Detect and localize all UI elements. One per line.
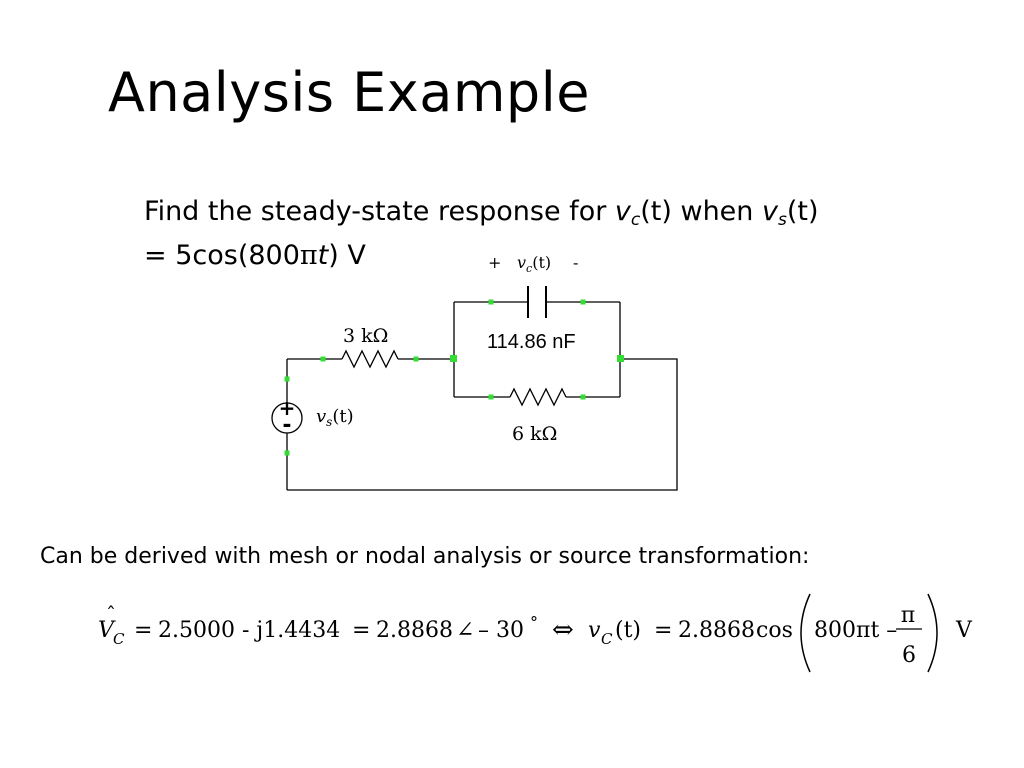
vc-phasor-hat: ˆ [106, 602, 116, 626]
node [617, 355, 624, 362]
left-paren [800, 593, 811, 673]
degree-symbol: ° [530, 613, 538, 632]
capacitor-voltage-label: vc(t) [517, 253, 551, 275]
unit-volts: V [955, 618, 973, 643]
vs-subscript: s [777, 210, 787, 230]
cap-voltage-var: v [517, 253, 526, 272]
vc-variable: v [614, 196, 631, 227]
cos-argument: 800πt – [814, 618, 897, 643]
voltage-source [271, 402, 303, 434]
source-expression-start: = 5cos(800 [144, 240, 300, 271]
source-label: vs(t) [316, 406, 354, 429]
slide-title: Analysis Example [108, 61, 590, 124]
equals-3: = [654, 618, 672, 643]
amplitude: 2.8868 [678, 618, 755, 643]
fraction-denominator: 6 [902, 643, 916, 668]
angle-value: – 30 [478, 618, 524, 643]
rectangular-form: 2.5000 - j1.4434 [158, 618, 340, 643]
cap-voltage-arg: (t) [532, 253, 551, 272]
cos-function: cos [756, 618, 793, 643]
vc-time-sub: C [601, 630, 613, 648]
fraction-numerator: π [901, 603, 915, 628]
node [450, 355, 457, 362]
vc-phasor-var: V [98, 618, 116, 643]
iff-arrow: ⇔ [552, 615, 574, 645]
resistor1-value: 3 kΩ [343, 325, 388, 347]
node [320, 356, 326, 362]
node [488, 394, 494, 400]
cap-voltage-sub: c [526, 262, 532, 275]
vc-argument: (t) [640, 196, 672, 227]
vs-argument: (t) [786, 196, 819, 227]
node [580, 394, 586, 400]
source-label-var: v [316, 406, 326, 427]
node [284, 376, 290, 382]
node [580, 299, 586, 305]
source-label-sub: s [326, 415, 332, 429]
vc-subscript: c [630, 210, 641, 230]
equals-2: = [352, 618, 370, 643]
problem-prefix: Find the steady-state response for [144, 196, 615, 227]
source-plus-sign: + [279, 396, 296, 420]
circuit-wires [271, 286, 678, 491]
right-paren [927, 593, 938, 673]
node [488, 299, 494, 305]
problem-statement: Find the steady-state response for vc(t)… [144, 194, 994, 274]
resistor-3k [341, 349, 399, 369]
pi-symbol: π [299, 240, 318, 271]
node [284, 450, 290, 456]
capacitor-value: 114.86 nF [487, 331, 576, 353]
time-variable: t [317, 240, 329, 271]
capacitor-voltage-minus: - [573, 253, 578, 272]
problem-mid: when [671, 196, 762, 227]
resistor-6k [509, 387, 567, 407]
source-label-arg: (t) [332, 406, 353, 427]
source-expression-end: ) V [328, 240, 366, 271]
bottom-wire [287, 358, 678, 491]
capacitor-voltage-plus: + [488, 253, 501, 272]
vc-time-arg: (t) [615, 618, 641, 643]
vc-phasor-sub: C [113, 630, 125, 648]
derivation-note: Can be derived with mesh or nodal analys… [40, 544, 810, 569]
circuit-nodes [284, 299, 624, 456]
equals-1: = [134, 618, 152, 643]
result-equation: ˆ V C = 2.5000 - j1.4434 = 2.8868 ∠ – 30… [98, 593, 973, 673]
vc-time-var: v [588, 618, 601, 643]
resistor2-value: 6 kΩ [512, 423, 557, 445]
angle-symbol: ∠ [456, 618, 474, 643]
vs-variable: v [762, 196, 778, 227]
node [413, 356, 419, 362]
source-minus-sign: - [282, 413, 291, 438]
magnitude: 2.8868 [376, 618, 453, 643]
